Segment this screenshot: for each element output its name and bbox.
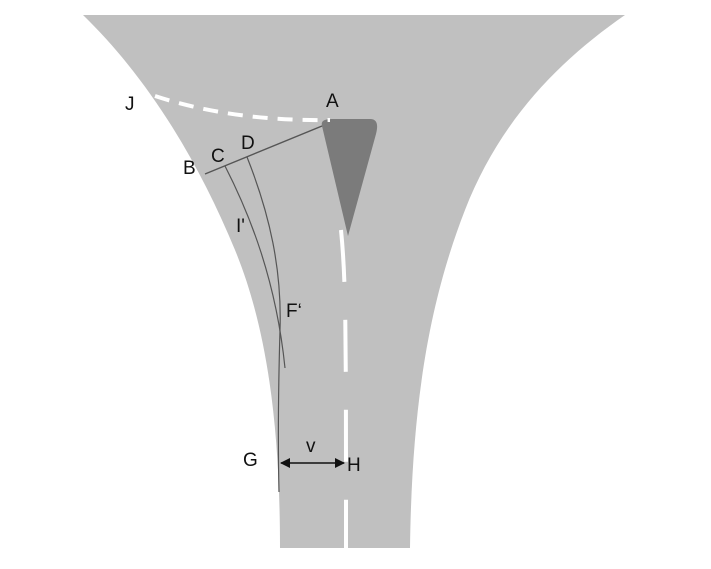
curve-d-g bbox=[246, 156, 281, 493]
traffic-island bbox=[321, 118, 378, 236]
curve-c bbox=[224, 165, 286, 369]
road-surface bbox=[83, 15, 625, 548]
line-b-a bbox=[204, 125, 323, 175]
dashed-marking-j bbox=[154, 94, 331, 123]
label-c: C bbox=[211, 146, 225, 167]
label-g: G bbox=[243, 450, 258, 471]
label-d: D bbox=[241, 133, 255, 154]
label-i-prime: I' bbox=[236, 216, 245, 237]
label-a: A bbox=[326, 91, 339, 112]
label-b: B bbox=[183, 158, 196, 179]
center-dashed-marking bbox=[339, 229, 348, 549]
label-v: v bbox=[306, 436, 316, 457]
label-h: H bbox=[347, 455, 361, 476]
label-f-prime: F‘ bbox=[286, 301, 302, 322]
label-j: J bbox=[125, 94, 135, 115]
